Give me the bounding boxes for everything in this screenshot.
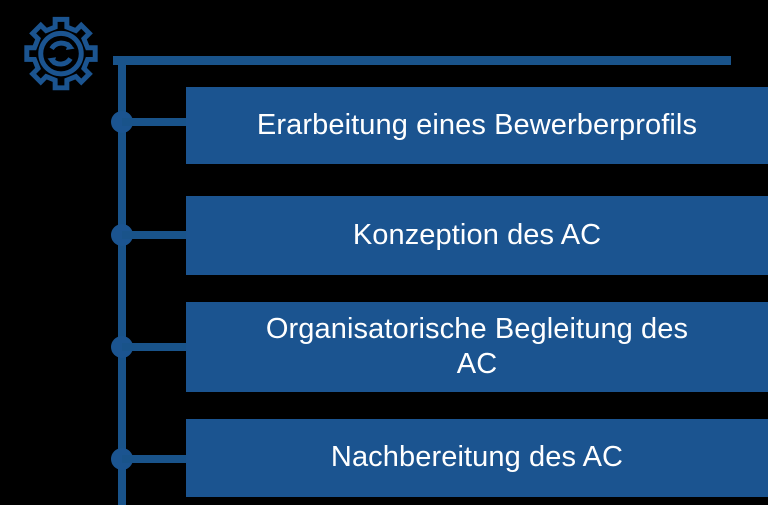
step-box-1[interactable]: Erarbeitung eines Bewerberprofils — [186, 87, 768, 164]
timeline-connector-2 — [122, 231, 188, 239]
step-label-1: Erarbeitung eines Bewerberprofils — [256, 108, 698, 141]
timeline-connector-4 — [122, 455, 188, 463]
timeline-spine — [118, 56, 126, 505]
step-label-2: Konzeption des AC — [352, 218, 602, 251]
step-box-2[interactable]: Konzeption des AC — [186, 196, 768, 275]
step-box-4[interactable]: Nachbereitung des AC — [186, 419, 768, 497]
step-box-3[interactable]: Organisatorische Begleitung des AC — [186, 302, 768, 392]
timeline-connector-1 — [122, 118, 188, 126]
timeline-top-bar — [113, 56, 731, 65]
gear-recycle-icon — [16, 14, 106, 104]
timeline-connector-3 — [122, 343, 188, 351]
step-label-3: Organisatorische Begleitung des AC — [265, 312, 689, 380]
step-label-4: Nachbereitung des AC — [330, 441, 624, 474]
